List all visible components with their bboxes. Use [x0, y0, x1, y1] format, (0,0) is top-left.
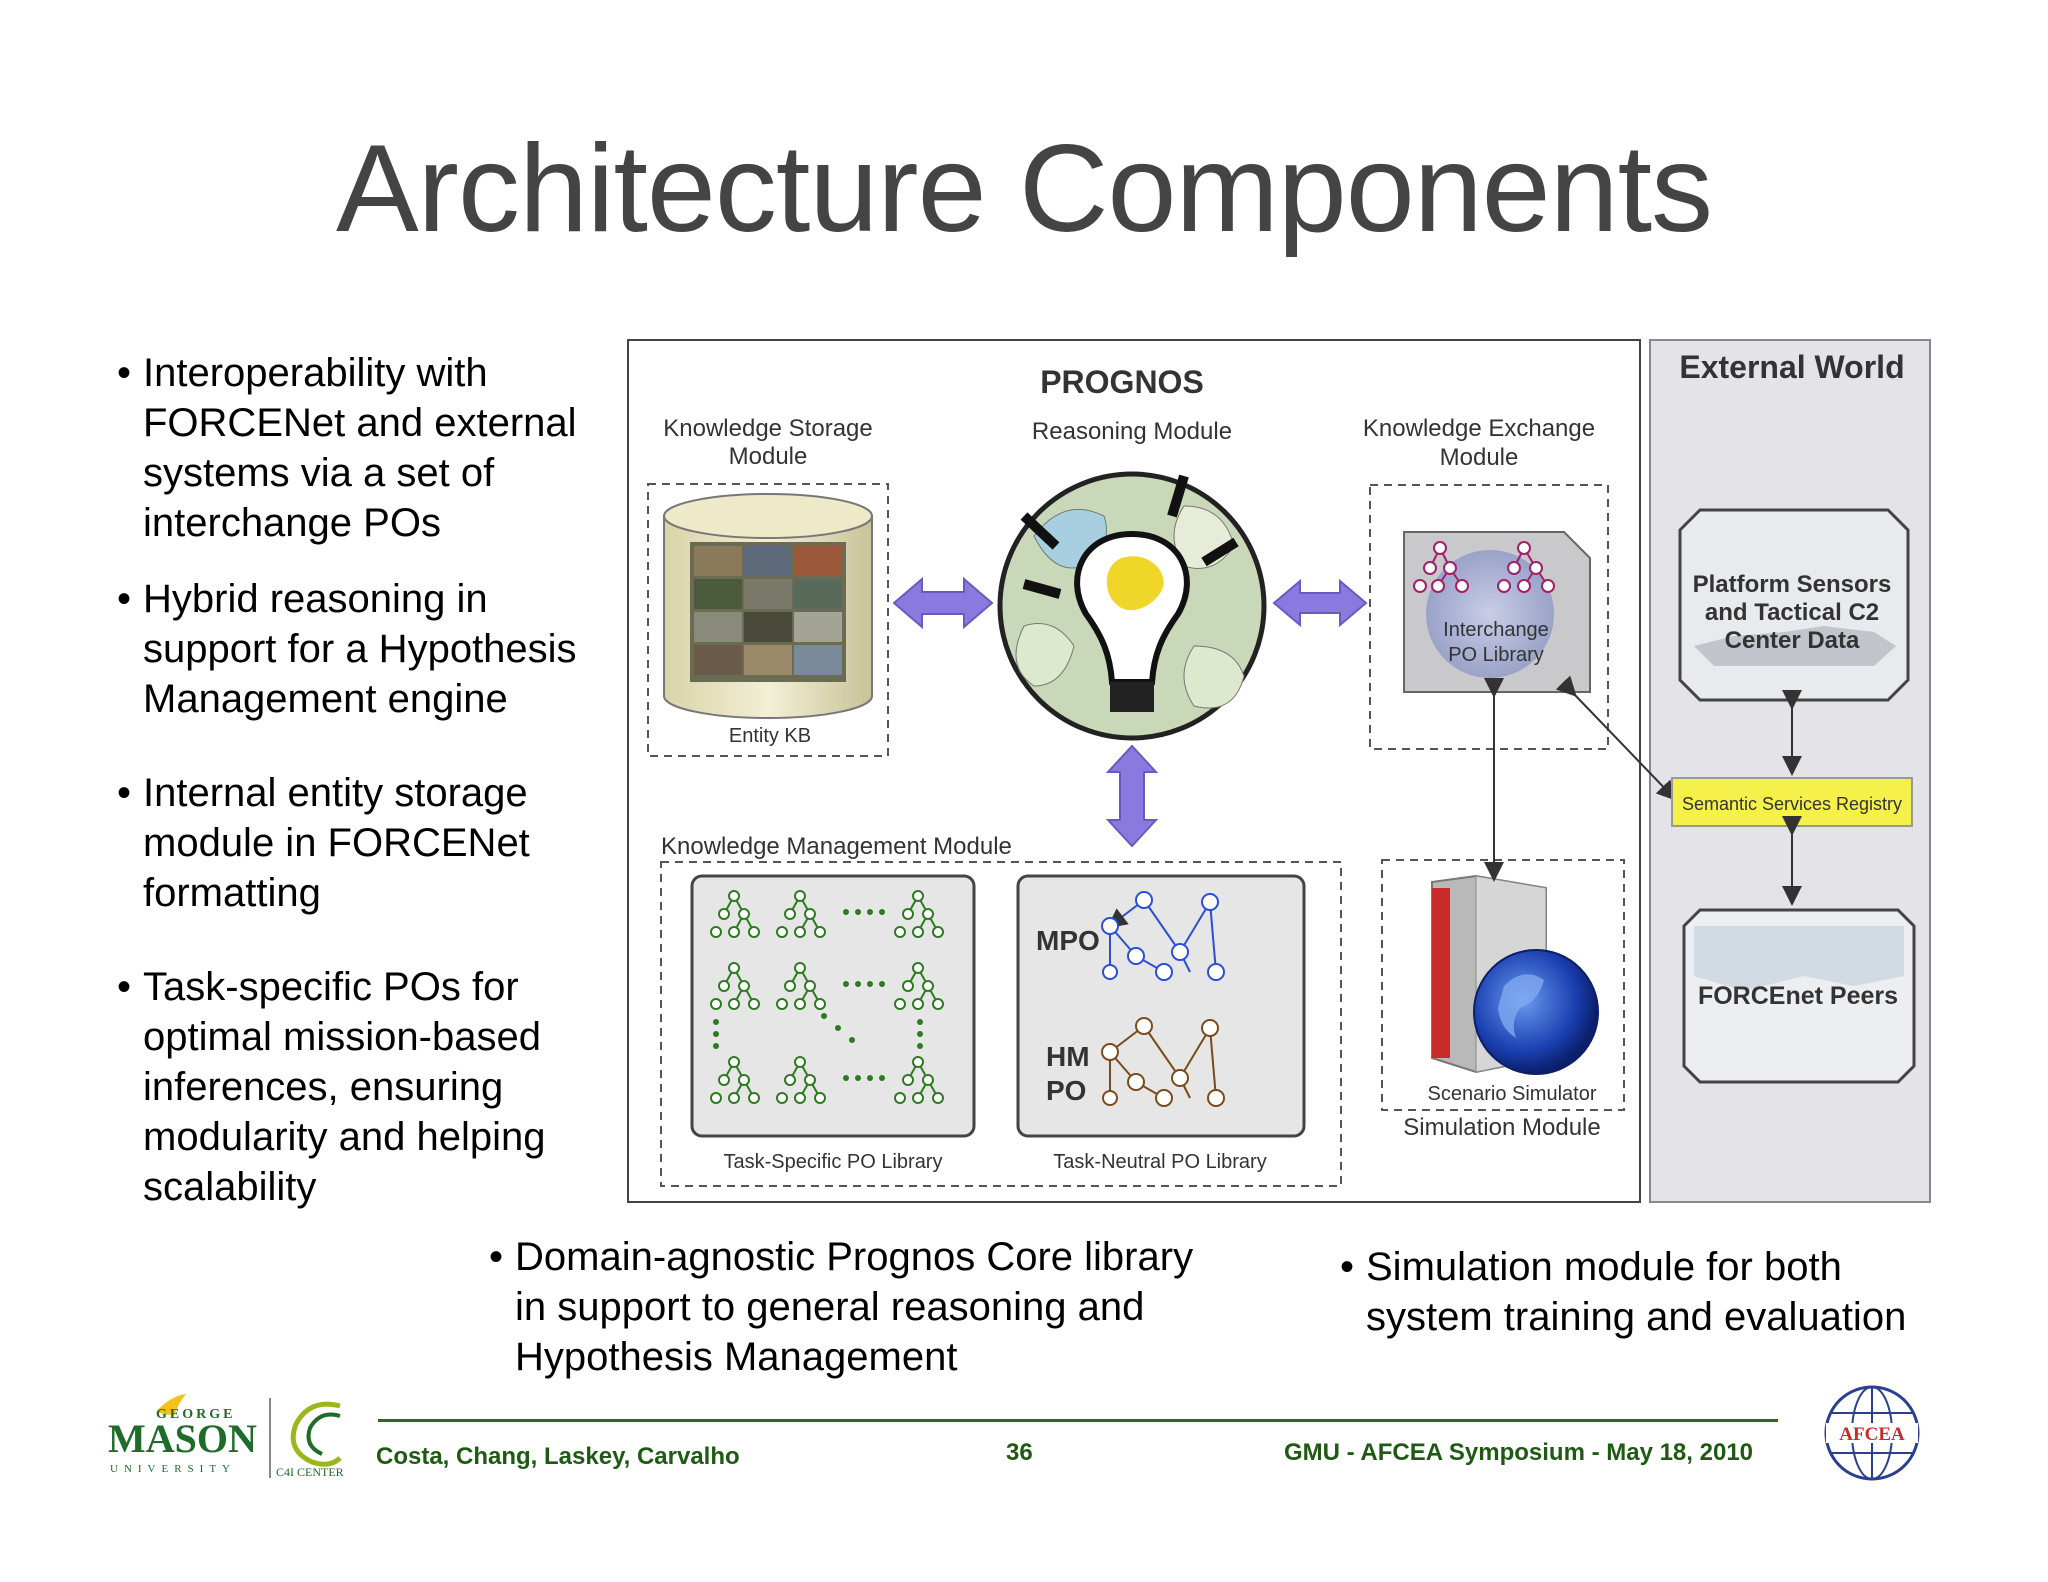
fleet-map-icon	[1694, 926, 1904, 991]
c4i-swoosh-icon	[290, 1401, 342, 1467]
task-specific-library-panel	[690, 874, 976, 1138]
task-specific-ellipsis-dots	[713, 909, 923, 1081]
bullet-dot: •	[489, 1235, 504, 1279]
bullet-text: Domain-agnostic Prognos Core library in …	[515, 1235, 1194, 1379]
reasoning-engine-icon	[997, 471, 1267, 741]
reasoning-exchange-arrow	[1272, 578, 1368, 628]
interchange-registry-connector	[1555, 675, 1677, 801]
hm-label: HM	[1046, 1041, 1090, 1072]
hm-po-label: PO	[1046, 1075, 1086, 1106]
bullet-interoperability: • Interoperability with FORCENet and ext…	[117, 348, 613, 548]
knowledge-exchange-label-2: Module	[1440, 444, 1519, 471]
knowledge-storage-label: Knowledge Storage	[663, 415, 872, 442]
platform-sensors-label: Platform Sensors	[1693, 571, 1892, 598]
logo-university-word: UNIVERSITY	[110, 1463, 236, 1475]
entity-kb-cylinder	[663, 493, 873, 719]
interchange-label: Interchange	[1443, 619, 1549, 641]
footer-authors: Costa, Chang, Laskey, Carvalho	[376, 1443, 740, 1470]
bullet-dot: •	[117, 965, 132, 1009]
platform-sensors-label-3: Center Data	[1725, 627, 1860, 654]
knowledge-exchange-label: Knowledge Exchange	[1363, 415, 1595, 442]
knowledge-storage-label-2: Module	[729, 443, 808, 470]
page-title: Architecture Components	[335, 120, 1713, 258]
bullet-core-library: • Domain-agnostic Prognos Core library i…	[489, 1232, 1275, 1382]
bullet-task-specific: • Task-specific POs for optimal mission-…	[117, 962, 613, 1212]
reasoning-management-arrow	[1105, 744, 1159, 848]
scenario-simulator-label: Scenario Simulator	[1428, 1083, 1597, 1105]
interchange-label-2: PO Library	[1448, 644, 1544, 666]
bullet-dot: •	[1340, 1245, 1355, 1289]
simulation-module-label: Simulation Module	[1403, 1114, 1600, 1141]
bullet-entity-storage: • Internal entity storage module in FORC…	[117, 768, 613, 918]
external-world-title: External World	[1679, 349, 1904, 385]
prognos-title: PROGNOS	[1040, 364, 1204, 400]
afcea-logo: AFCEA	[1824, 1385, 1920, 1481]
task-neutral-library-label: Task-Neutral PO Library	[1053, 1151, 1266, 1173]
task-specific-library-label: Task-Specific PO Library	[724, 1151, 943, 1173]
knowledge-management-label: Knowledge Management Module	[661, 833, 1012, 860]
interchange-document-icon	[1403, 531, 1591, 693]
storage-reasoning-arrow	[892, 576, 994, 630]
bullet-hybrid-reasoning: • Hybrid reasoning in support for a Hypo…	[117, 574, 613, 724]
bullet-text: Simulation module for both system traini…	[1366, 1245, 1907, 1339]
bullet-text: Internal entity storage module in FORCEN…	[143, 771, 530, 915]
reasoning-module-label: Reasoning Module	[1032, 418, 1232, 445]
mpo-graph	[1101, 891, 1225, 981]
mason-leaf-icon	[156, 1394, 186, 1416]
simulation-module-box	[1381, 859, 1625, 1111]
knowledge-management-box	[660, 861, 1342, 1187]
logo-george-word: GEORGE	[156, 1407, 235, 1422]
george-mason-logo: GEORGE MASON UNIVERSITY C4I CENTER	[108, 1394, 344, 1479]
bullet-text: Hybrid reasoning in support for a Hypoth…	[143, 577, 577, 721]
footer-event: GMU - AFCEA Symposium - May 18, 2010	[1284, 1439, 1754, 1466]
platform-sensors-label-2: and Tactical C2	[1705, 599, 1879, 626]
bullet-dot: •	[117, 577, 132, 621]
architecture-diagram: PROGNOS Reasoning Module Knowledge Stora…	[627, 339, 1931, 1203]
semantic-registry-label: Semantic Services Registry	[1682, 794, 1902, 814]
bullet-dot: •	[117, 771, 132, 815]
mpo-label: MPO	[1036, 925, 1100, 956]
bullet-text: Interoperability with FORCENet and exter…	[143, 351, 577, 545]
logo-mason-word: MASON	[108, 1416, 257, 1461]
bullet-dot: •	[117, 351, 132, 395]
bullet-simulation: • Simulation module for both system trai…	[1340, 1242, 2046, 1342]
logo-c4i: C4I CENTER	[276, 1465, 344, 1479]
knowledge-storage-box	[647, 483, 889, 757]
scenario-simulator-icon	[1431, 874, 1599, 1075]
task-specific-po-graphs	[710, 890, 944, 1104]
ship-silhouette-icon	[1694, 626, 1896, 666]
forcenet-peers-label: FORCEnet Peers	[1698, 982, 1898, 1010]
footer-page-number: 36	[1006, 1439, 1033, 1466]
logo-afcea-word: AFCEA	[1839, 1424, 1905, 1445]
task-neutral-library-panel	[1016, 874, 1306, 1138]
bullet-text: Task-specific POs for optimal mission-ba…	[143, 965, 546, 1209]
footer-divider	[378, 1419, 1778, 1422]
entity-kb-label: Entity KB	[729, 725, 811, 747]
c4i-swoosh-inner-icon	[306, 1412, 341, 1456]
hm-po-graph	[1101, 1017, 1225, 1107]
